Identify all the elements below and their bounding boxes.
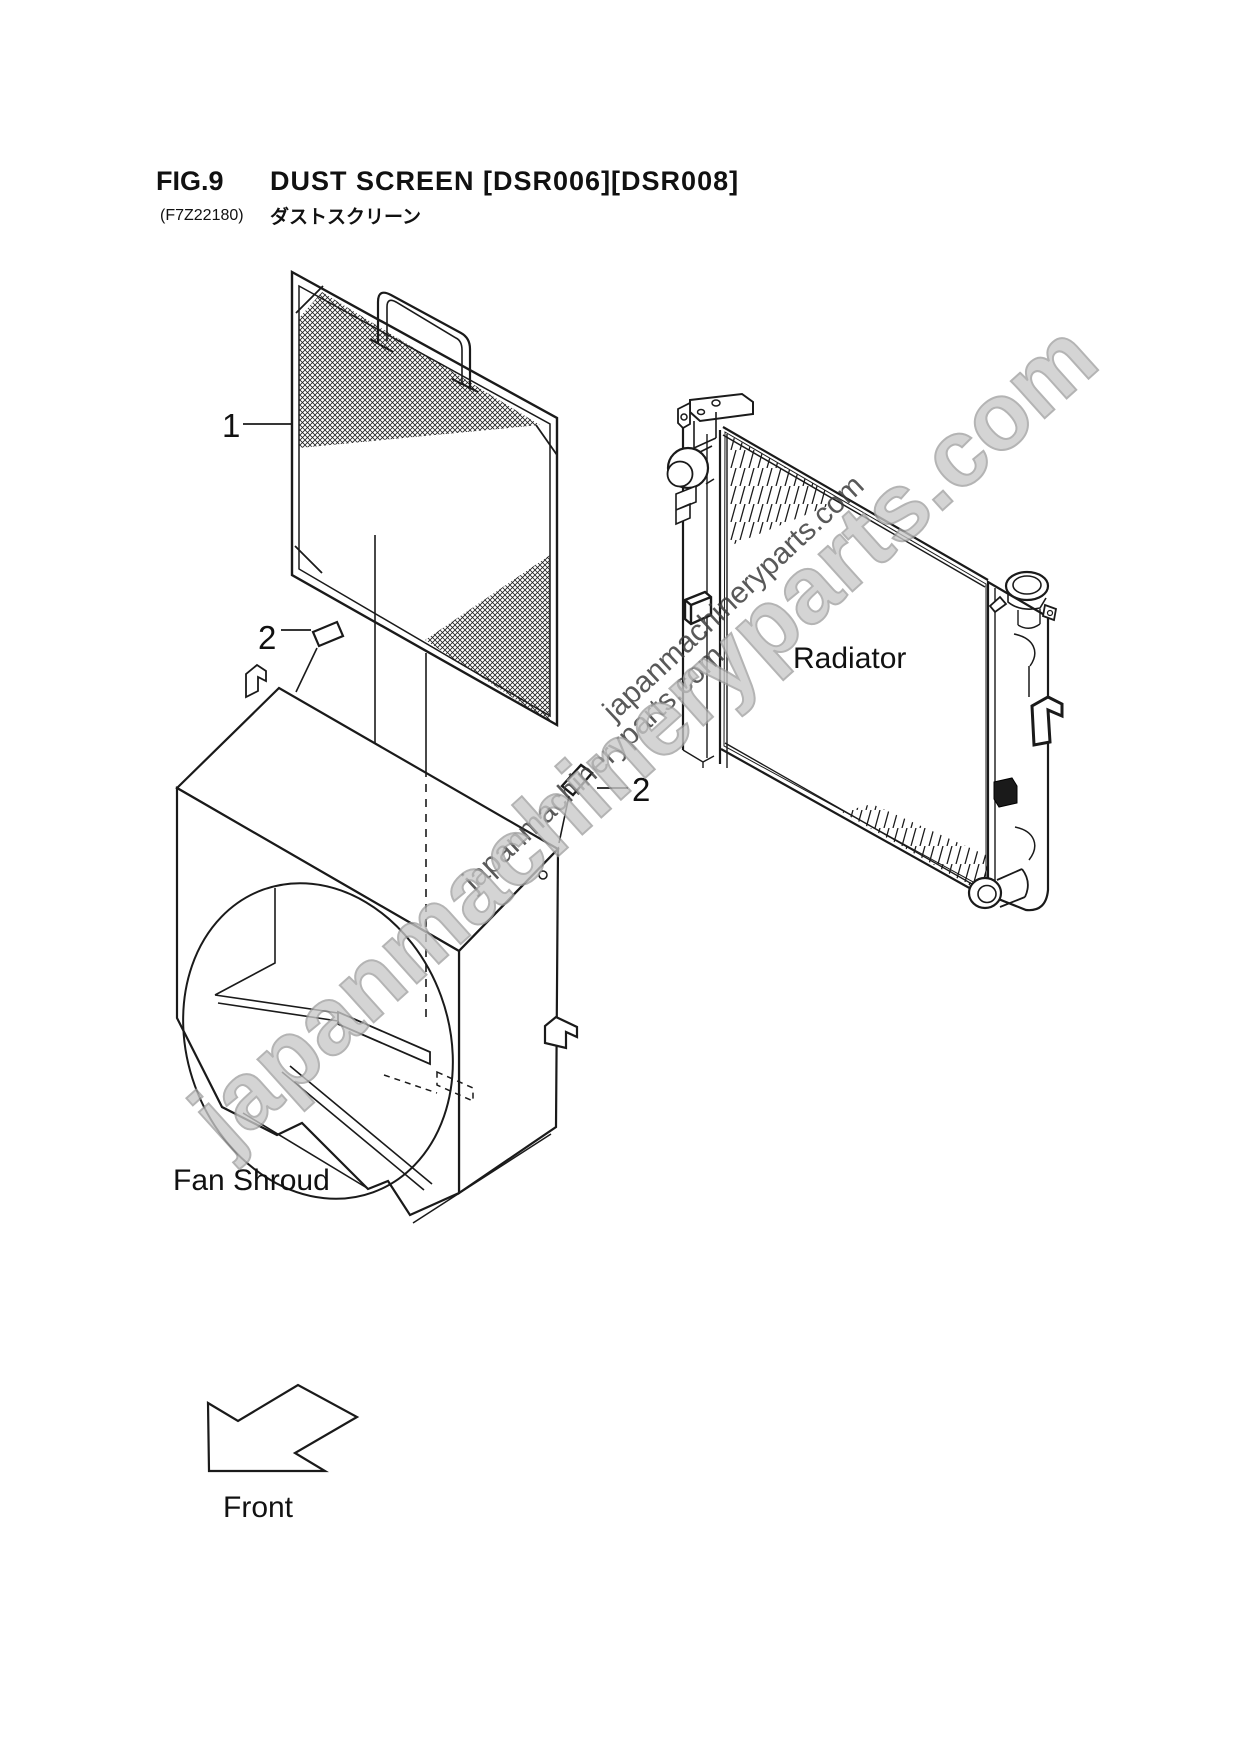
callout-1: 1 [222,407,292,444]
mesh-upper [299,292,540,448]
front-direction: Front [206,1383,360,1524]
hidden-slot-dashed [383,1070,474,1103]
alignment-guides [374,535,427,1018]
clip-upper [311,620,345,648]
clip-upper-pointer [295,647,318,693]
figure-title: DUST SCREEN [DSR006][DSR008] [270,166,739,196]
handle [369,291,479,393]
clip-on-tank-right [1030,695,1064,747]
front-arrow-icon [206,1383,360,1473]
clip-lower [560,763,594,797]
filler-cap [988,570,1058,629]
frame-step-brackets [675,484,697,526]
outlet-pipe [967,868,1029,910]
fan-opening [182,882,454,1200]
clip-on-radiator-frame [683,590,713,626]
fan-shroud-label: Fan Shroud [173,1164,330,1197]
front-label: Front [223,1491,294,1524]
fins-lower-right [842,804,988,896]
top-face-hole [538,870,548,880]
radiator-part: Radiator [666,392,1064,912]
part-label-2b: 2 [632,771,650,808]
callout-2-lower: 2 [558,763,650,844]
clip-on-tank-face [993,777,1018,808]
shroud-corner-bracket [245,663,267,699]
title-block: FIG.9 DUST SCREEN [DSR006][DSR008] (F7Z2… [156,166,739,228]
figure-number: FIG.9 [156,166,224,196]
mesh-lower [425,555,550,722]
fan-shroud-part: Fan Shroud [173,663,579,1224]
radiator-right-tank [967,570,1064,912]
floating-clip-right [543,1015,579,1050]
corner-fold-lines [294,285,558,574]
core-bottom-edge [720,748,990,900]
figure-code: (F7Z22180) [160,207,244,224]
radiator-inlet-port [666,445,715,490]
radiator-label: Radiator [793,642,906,675]
radiator-top-bracket [677,392,754,449]
shroud-front-face [175,786,461,1217]
dust-screen-part [290,269,559,728]
clip-lower-pointer [558,795,570,844]
callout-2-upper: 2 [258,619,345,693]
part-label-1: 1 [222,407,240,444]
tank-hose-curves [1013,633,1036,861]
shroud-bottom-flange [412,1133,552,1224]
figure-title-japanese: ダストスクリーン [270,205,421,228]
shroud-slot [337,1010,431,1066]
part-label-2a: 2 [258,619,276,656]
shroud-interior-lines [214,888,474,1191]
bracket-hole [680,413,688,421]
core-top-edge [722,426,989,581]
fins-upper-left [727,434,830,547]
